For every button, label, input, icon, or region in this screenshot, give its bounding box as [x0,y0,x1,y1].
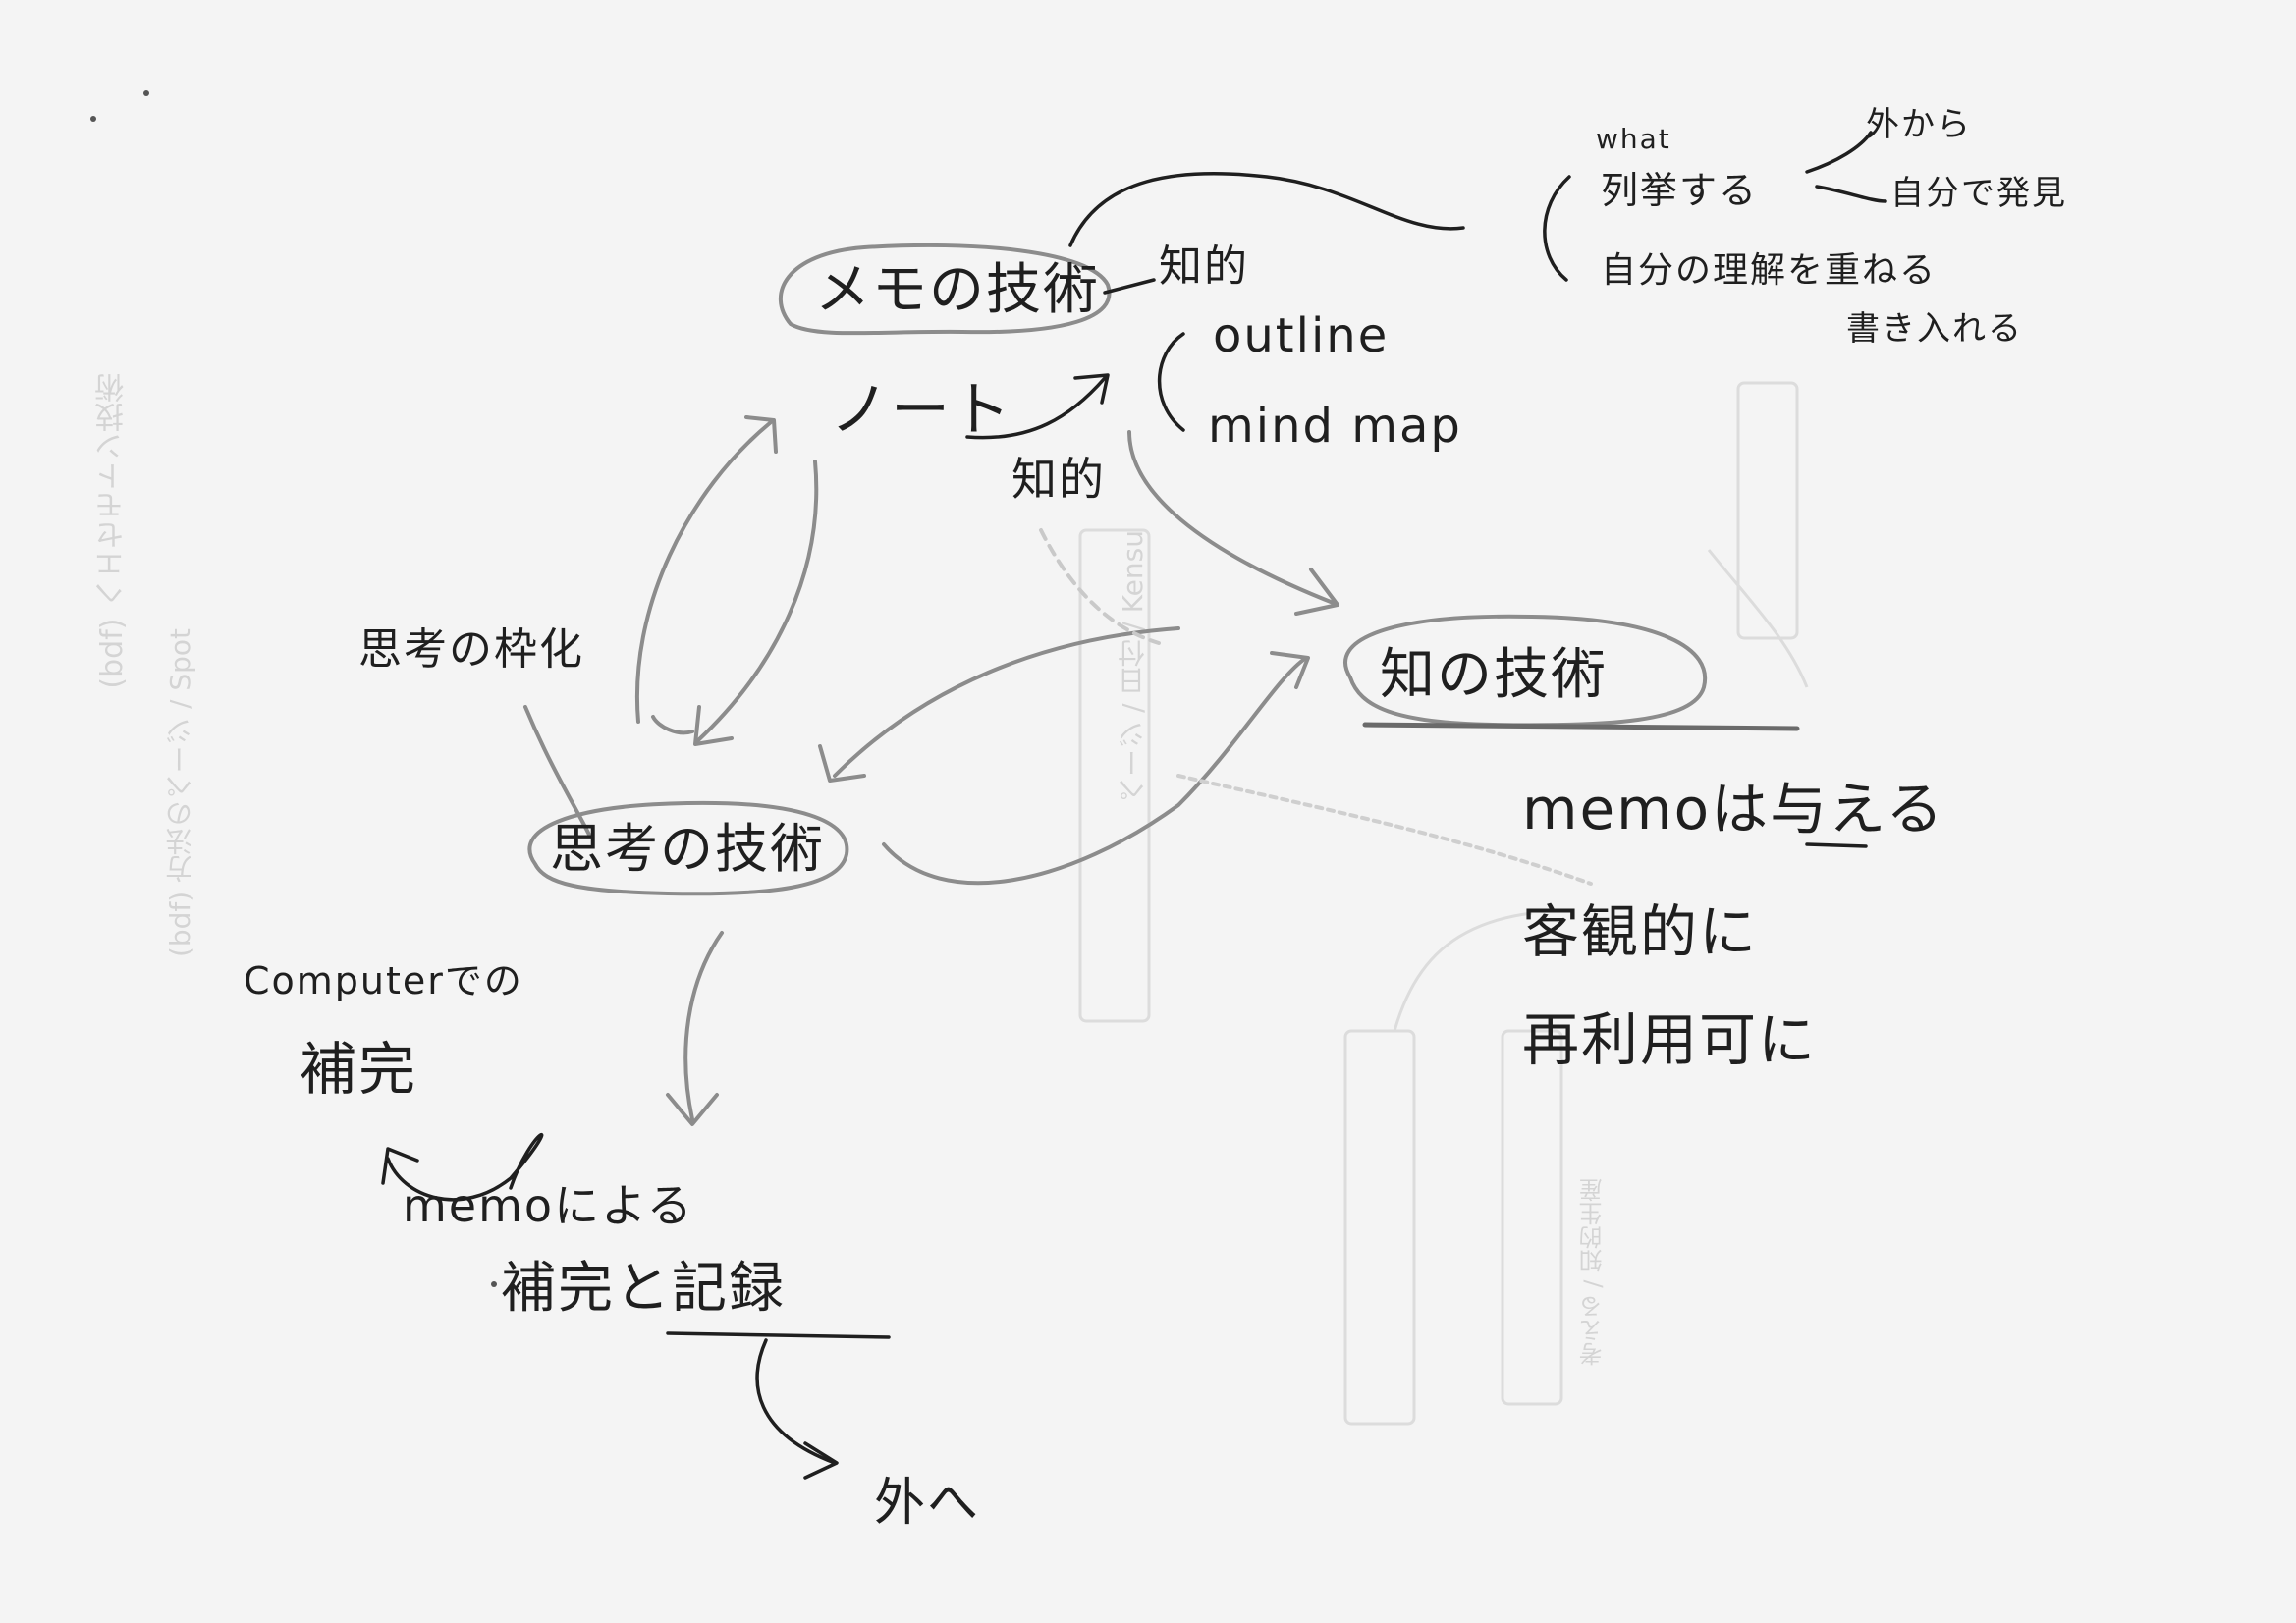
arrowhead-down [666,1093,719,1126]
label-what: what [1596,123,1671,155]
label-chiteki-upper: 知的 [1159,242,1249,292]
line-memo-to-chiteki [1103,278,1156,295]
arrow-thinking-to-knowledge [882,656,1308,886]
bubble-knowledge-technique [1343,614,1708,728]
label-memo-gives: memoは与える [1522,776,1945,842]
line-to-from-outside [1805,131,1873,174]
ink-speck [491,1281,497,1287]
bubble-thinking-technique [527,800,849,896]
show-through-box [1501,1029,1563,1406]
arrow-note-to-knowledge [1127,430,1338,606]
show-through-box [1078,528,1151,1023]
label-list-up: 列挙する [1601,169,1759,212]
label-objective: 客観的に [1522,898,1759,965]
label-reusable: 再利用可に [1522,1006,1818,1073]
arrow-to-outside [755,1338,837,1465]
arrowhead-thinking [693,705,734,746]
arrowhead-thinking-upper [818,744,866,783]
label-overlay-understanding: 自分の理解を重ねる [1601,250,1938,291]
underline-kiroku [666,1331,891,1339]
loop-hokan [386,1132,544,1202]
label-soto-e: 外へ [874,1474,981,1533]
show-through-curve [1707,549,1809,688]
label-from-outside: 外から [1866,105,1972,144]
label-chiteki-lower: 知的 [1011,453,1106,506]
node-knowledge-technique: 知の技術 [1380,643,1608,707]
arrow-note-to-thinking [695,460,819,743]
curve-frame [523,705,591,837]
label-mindmap: mind map [1208,399,1462,454]
show-through-box [1343,1029,1416,1426]
arrow-thinking-down [683,931,724,1121]
arrow-thinking-to-note [634,420,773,724]
ink-speck [90,116,96,122]
label-shikou-wakuka: 思考の枠化 [358,624,584,675]
arrowhead-methods [1073,373,1110,405]
underline-memo-gives [1805,842,1868,848]
node-note: ノート [830,376,1012,445]
arrowhead-hokan [381,1147,419,1185]
label-self-discover: 自分で発見 [1890,174,2067,213]
arrow-knowledge-to-thinking [833,626,1180,778]
label-write-in: 書き入れる [1846,309,2023,349]
bubble-memo-technique [779,243,1112,336]
bracket-outline-mindmap [1157,332,1185,432]
arrow-note-to-methods [965,376,1107,440]
label-outline: outline [1213,308,1390,363]
node-thinking-technique: 思考の技術 [550,818,825,880]
show-through-curve [1393,911,1533,1032]
node-memo-technique: メモの技術 [815,258,1100,322]
line-to-self-discover [1815,185,1887,203]
bracket-list [1543,175,1571,282]
ink-speck [143,90,149,96]
faint-dashed-curve [1176,774,1593,886]
curve-note-side [651,715,694,735]
curve-memo-to-list [1068,171,1465,247]
underline-knowledge [1362,722,1800,731]
label-computer: Computerでの [244,959,523,1002]
show-through-box [1736,381,1799,640]
arrowhead-knowledge [1294,568,1339,616]
faint-dashed-curve [1039,528,1161,645]
arrowhead-outside [803,1441,839,1480]
label-hokan: 補完 [300,1036,418,1103]
arrowhead-note [744,415,778,454]
label-hokan-kiroku: 補完と記録 [501,1257,786,1321]
label-memo-ni-yoru: memoによる [403,1179,694,1232]
arrowhead-knowledge-lower [1270,651,1310,689]
